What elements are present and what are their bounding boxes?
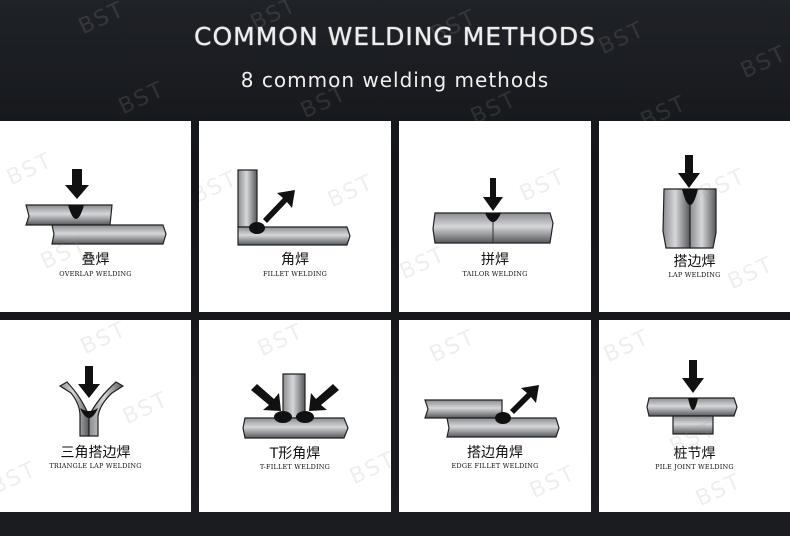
card-triangle-lap-welding: 三角搭边焊 TRIANGLE LAP WELDING BST BST BST bbox=[0, 320, 191, 512]
card-pile-joint-welding: 桩节焊 PILE JOINT WELDING BST BST BST bbox=[599, 320, 790, 512]
card-title-en: TRIANGLE LAP WELDING bbox=[49, 462, 142, 470]
card-fillet-welding: 角焊 FILLET WELDING BST BST bbox=[199, 121, 391, 312]
edge-fillet-welding-diagram bbox=[424, 385, 560, 438]
card-title-en: PILE JOINT WELDING bbox=[655, 463, 734, 471]
page-subtitle: 8 common welding methods bbox=[240, 68, 550, 92]
overlap-welding-diagram bbox=[25, 169, 167, 245]
card-title-en: FILLET WELDING bbox=[262, 270, 328, 278]
pile-joint-welding-diagram bbox=[646, 360, 738, 435]
card-title-en: T-FILLET WELDING bbox=[259, 463, 331, 471]
tailor-welding-diagram bbox=[432, 178, 554, 244]
card-title-en: EDGE FILLET WELDING bbox=[451, 462, 539, 470]
card-title-zh: 拼焊 bbox=[481, 252, 509, 268]
card-title-zh: 搭边焊 bbox=[673, 254, 716, 270]
card-t-fillet-welding: T形角焊 T-FILLET WELDING BST BST bbox=[199, 320, 391, 512]
card-title-en: TAILOR WELDING bbox=[462, 270, 528, 278]
card-title-zh: T形角焊 bbox=[269, 446, 321, 462]
card-title-zh: 搭边角焊 bbox=[467, 445, 523, 461]
card-overlap-welding: 叠焊 OVERLAP WELDING BST BST bbox=[0, 121, 191, 312]
card-title-zh: 三角搭边焊 bbox=[60, 445, 131, 461]
card-title-zh: 桩节焊 bbox=[673, 446, 716, 462]
card-title-en: OVERLAP WELDING bbox=[59, 270, 132, 278]
card-lap-welding: 搭边焊 LAP WELDING BST BST bbox=[599, 121, 790, 312]
fillet-welding-diagram bbox=[237, 169, 351, 246]
card-tailor-welding: 拼焊 TAILOR WELDING BST BST bbox=[399, 121, 591, 312]
lap-welding-diagram bbox=[662, 155, 717, 249]
t-fillet-welding-diagram bbox=[242, 373, 349, 439]
card-title-en: LAP WELDING bbox=[668, 271, 721, 279]
card-title-zh: 叠焊 bbox=[81, 252, 110, 268]
page-title: COMMON WELDING METHODS bbox=[194, 22, 596, 51]
triangle-lap-welding-diagram bbox=[58, 366, 125, 437]
card-title-zh: 角焊 bbox=[281, 252, 309, 268]
card-edge-fillet-welding: 搭边角焊 EDGE FILLET WELDING BST BST bbox=[399, 320, 591, 512]
header: COMMON WELDING METHODS 8 common welding … bbox=[0, 0, 790, 118]
